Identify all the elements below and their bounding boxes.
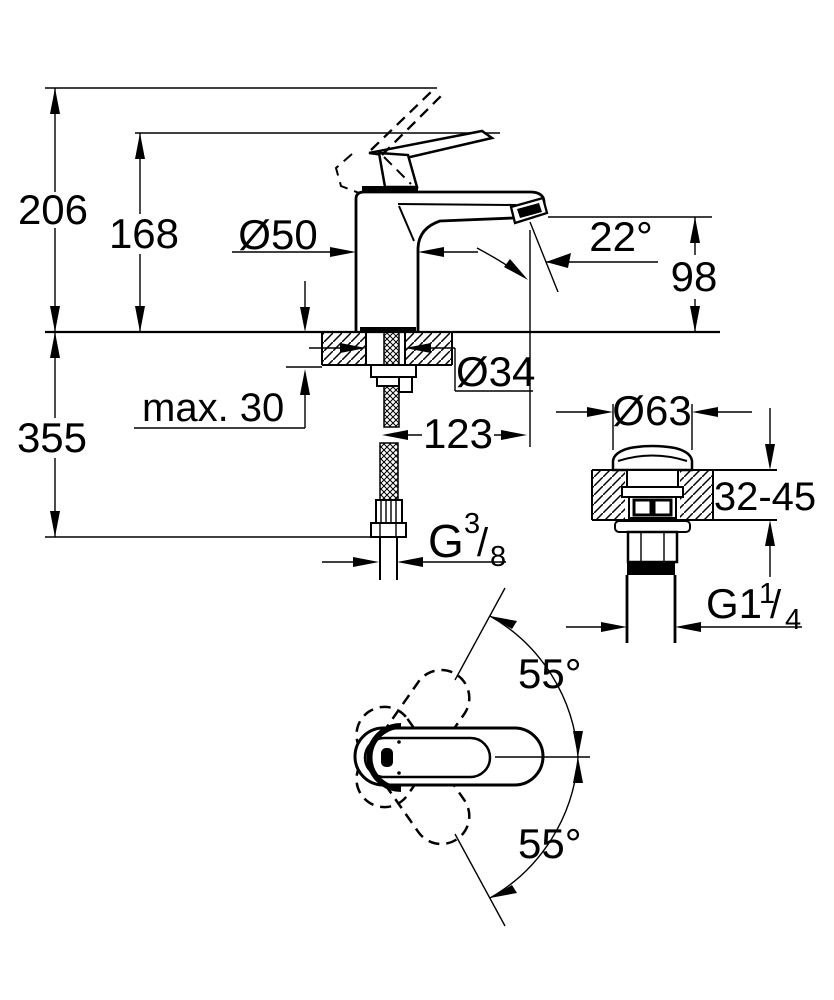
dim-max30: max. 30 <box>134 281 310 430</box>
dim-32-45: 32-45 <box>714 408 816 577</box>
drain-thread-slash: / <box>770 583 782 627</box>
dim-deck-thickness-range: 32-45 <box>714 475 816 519</box>
front-view: 206 168 355 Ø50 <box>17 87 720 580</box>
dim-spout-height: 98 <box>671 253 718 300</box>
dim-depth-below-deck: 355 <box>17 414 87 461</box>
hose-thread-slash: / <box>477 521 489 565</box>
drain-thread-numerator: 1 <box>759 578 775 610</box>
drain-detail-view: Ø63 32-45 G1 1 / 4 <box>556 387 816 643</box>
drain-hex-nut <box>626 530 679 564</box>
dim-deck-max-thickness: max. 30 <box>142 386 284 430</box>
hose-connector <box>370 499 407 580</box>
dim-height-overall: 206 <box>18 186 88 233</box>
dim-22deg: 22° <box>529 213 658 293</box>
aerator <box>509 196 549 225</box>
handle-top-view: 55° 55° <box>353 587 590 927</box>
dim-d34: Ø34 <box>309 343 535 395</box>
dim-123: 123 <box>382 410 527 457</box>
dim-swing-angle-lower: 55° <box>518 820 582 867</box>
dim-55-lower: 55° <box>454 756 583 927</box>
dim-168: 168 <box>109 133 179 332</box>
handle-logo-mark <box>381 748 393 767</box>
drain-tailpipe <box>625 575 677 643</box>
dim-355: 355 <box>17 332 87 537</box>
hose-thread-prefix: G <box>428 515 464 567</box>
faucet-body <box>354 190 549 332</box>
dim-spout-angle: 22° <box>589 213 653 260</box>
handle-plan <box>353 723 590 792</box>
handle-raised-dashed <box>334 89 442 194</box>
dim-d50: Ø50 <box>232 211 528 280</box>
dim-g38: G 3 / 8 <box>322 508 506 573</box>
hose-thread-denominator: 8 <box>490 541 506 573</box>
supply-hose <box>370 331 417 580</box>
drain-thread-denominator: 4 <box>785 604 801 636</box>
dim-swing-angle-upper: 55° <box>518 650 582 697</box>
drain-valve <box>611 444 694 643</box>
dim-spout-projection: 123 <box>423 410 493 457</box>
dim-body-diameter: Ø50 <box>238 211 317 258</box>
dim-g114: G1 1 / 4 <box>566 578 802 636</box>
dim-206: 206 <box>18 88 88 332</box>
base-shadow <box>360 327 416 332</box>
hose-thread-numerator: 3 <box>464 508 480 540</box>
handle-front <box>334 89 496 194</box>
dim-55-upper: 55° <box>454 587 583 758</box>
dim-98: 98 <box>548 216 718 332</box>
drain-cap <box>611 444 694 472</box>
dim-height-to-handle: 168 <box>109 210 179 257</box>
dim-hole-diameter: Ø34 <box>456 348 535 395</box>
dim-cap-diameter: Ø63 <box>612 387 691 434</box>
dim-d63: Ø63 <box>556 387 752 450</box>
drain-thread-prefix: G1 <box>706 580 762 627</box>
